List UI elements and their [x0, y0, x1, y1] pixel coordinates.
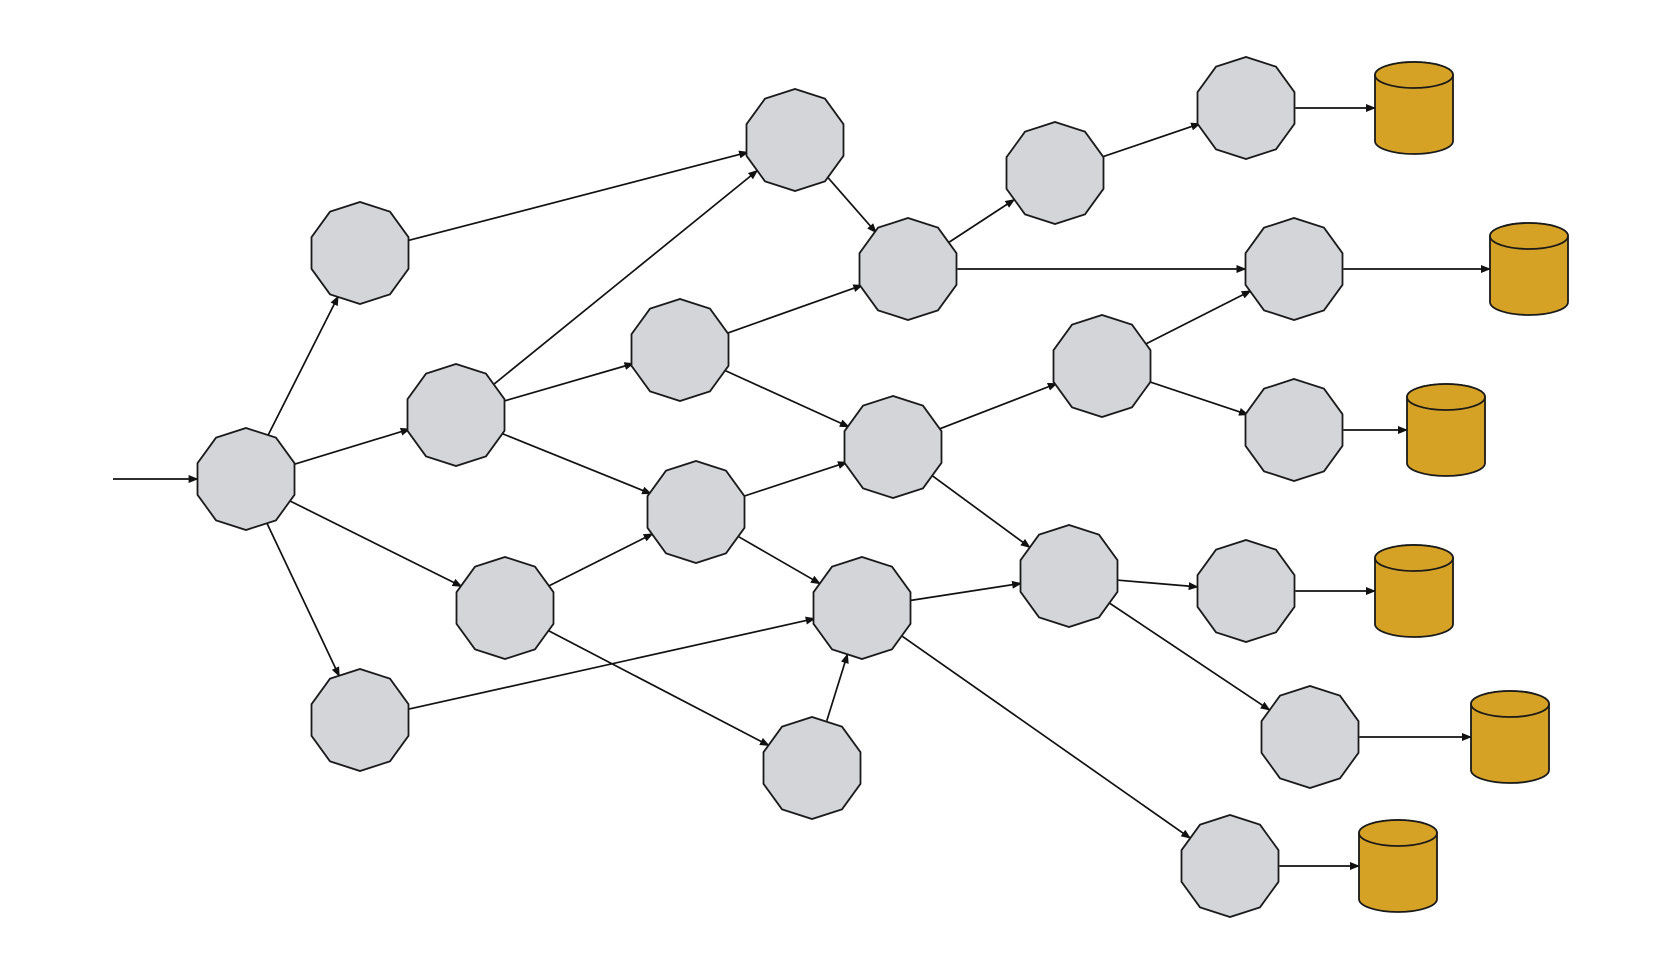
process-node-n3 — [406, 363, 506, 467]
process-node-n6 — [630, 298, 730, 402]
process-node-n16 — [1196, 56, 1296, 160]
process-node-n15 — [1019, 524, 1119, 628]
database-top — [1374, 61, 1454, 89]
edge-n4-to-n7 — [548, 533, 654, 587]
database-top — [1358, 819, 1438, 847]
database-top — [1489, 222, 1569, 250]
process-node-n5 — [310, 668, 410, 772]
process-node-n7 — [646, 460, 746, 564]
process-node-n4 — [455, 556, 555, 660]
process-node-n14 — [1052, 314, 1152, 418]
edge-n10-to-n21 — [902, 635, 1192, 839]
process-node-n21 — [1180, 814, 1280, 918]
database-icon-s4 — [1374, 544, 1454, 638]
edge-n6-to-n12 — [726, 284, 864, 335]
edge-n14-to-n18 — [1148, 380, 1249, 416]
edge-n9-to-n14 — [938, 382, 1058, 430]
edge-n2-to-n8 — [407, 150, 750, 242]
database-top — [1406, 383, 1486, 411]
edge-n6-to-n9 — [724, 369, 850, 428]
process-node-n17 — [1244, 217, 1344, 321]
database-icon-s3 — [1406, 383, 1486, 477]
edge-n9-to-n15 — [932, 475, 1031, 549]
edge-n15-to-n20 — [1109, 602, 1271, 711]
edge-n10-to-n15 — [910, 580, 1023, 602]
edge-n15-to-n19 — [1118, 579, 1199, 591]
stores-layer — [1358, 61, 1569, 913]
process-node-n11 — [762, 716, 862, 820]
edge-n7-to-n10 — [738, 536, 821, 585]
process-node-n9 — [843, 395, 943, 499]
edge-n8-to-n12 — [826, 176, 877, 234]
process-node-n12 — [858, 217, 958, 321]
database-icon-s5 — [1470, 690, 1550, 784]
edge-n1-to-n5 — [266, 523, 341, 678]
database-icon-s2 — [1489, 222, 1569, 316]
process-node-n20 — [1260, 685, 1360, 789]
edge-n1-to-n4 — [289, 500, 463, 588]
database-top — [1470, 690, 1550, 718]
process-node-n19 — [1196, 539, 1296, 643]
database-top — [1374, 544, 1454, 572]
edge-n3-to-n8 — [493, 169, 759, 385]
edge-n4-to-n11 — [548, 630, 770, 747]
edge-n7-to-n9 — [742, 461, 848, 498]
edge-n1-to-n2 — [267, 295, 339, 436]
process-node-n13 — [1005, 121, 1105, 225]
edge-n1-to-n3 — [293, 427, 411, 466]
edge-n12-to-n13 — [948, 198, 1016, 243]
database-icon-s6 — [1358, 819, 1438, 913]
edge-n3-to-n7 — [501, 432, 653, 495]
process-node-n8 — [745, 88, 845, 192]
edge-n14-to-n17 — [1145, 290, 1252, 345]
process-node-n18 — [1244, 378, 1344, 482]
process-node-n2 — [310, 201, 410, 305]
process-node-n1 — [196, 427, 296, 531]
edge-n3-to-n6 — [503, 362, 635, 403]
edges-layer — [113, 104, 1491, 870]
edge-n11-to-n10 — [825, 653, 849, 722]
database-icon-s1 — [1374, 61, 1454, 155]
nodes-layer — [196, 56, 1360, 918]
edge-n13-to-n16 — [1101, 122, 1202, 158]
process-node-n10 — [812, 556, 912, 660]
edge-n5-to-n10 — [408, 616, 816, 711]
